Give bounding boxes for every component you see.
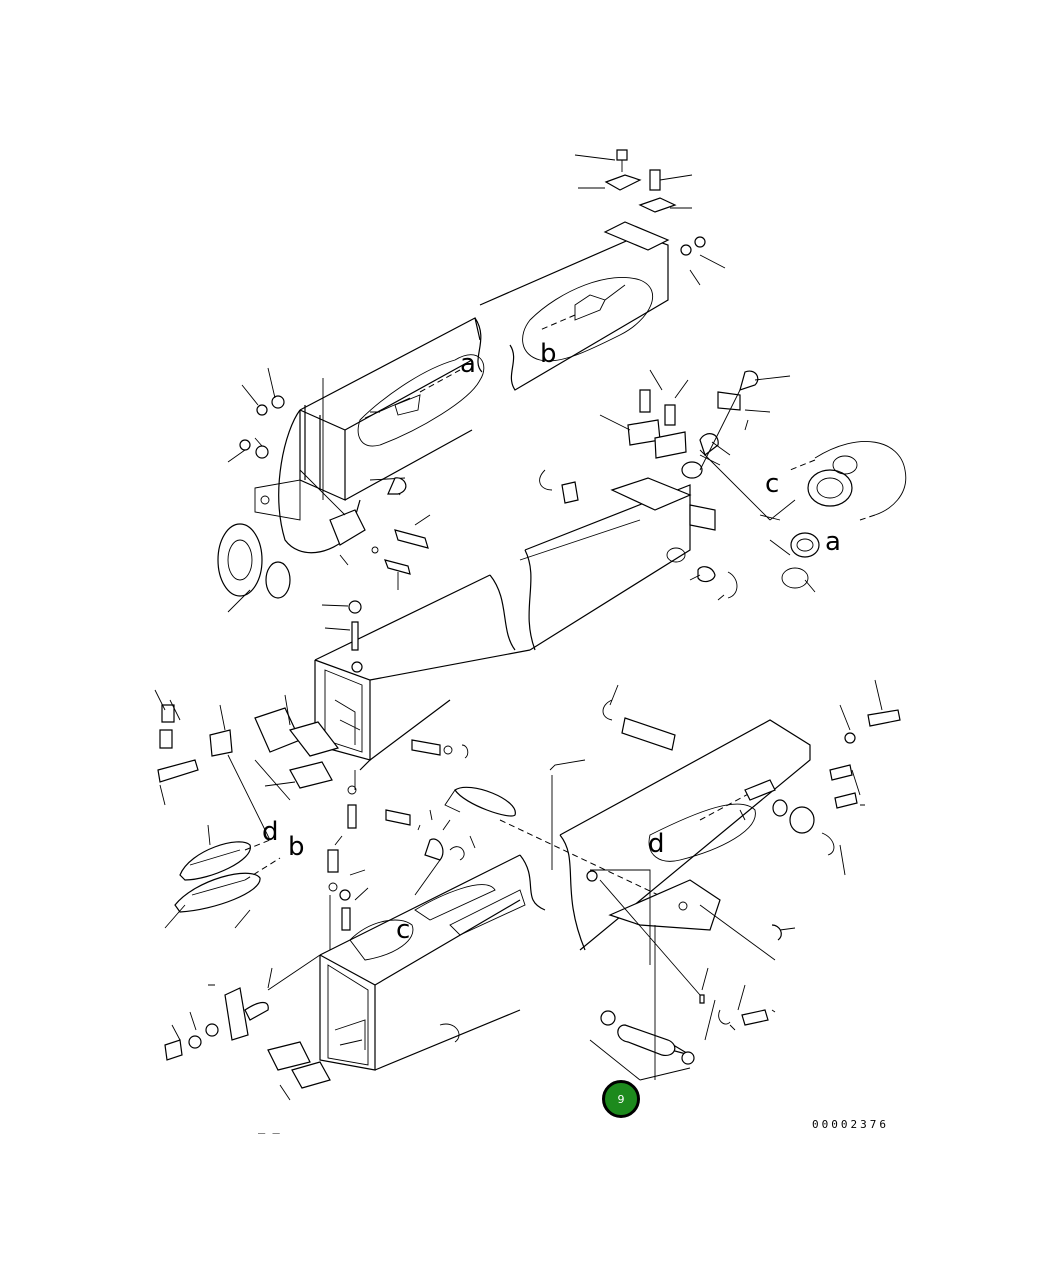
view-letter-d: d <box>262 817 279 847</box>
footer-mark: _ _ <box>258 1120 280 1134</box>
callout-hotspot-9[interactable]: 9 <box>602 1080 640 1118</box>
view-letter-a: a <box>460 349 476 379</box>
lower-arm-section: c d <box>164 679 901 1101</box>
view-letter-b: b <box>540 339 557 369</box>
view-letter-c-2: c <box>396 915 410 945</box>
view-letter-a-2: a <box>825 527 841 557</box>
middle-arm-section: c a d b <box>154 369 907 929</box>
diagram-part-number: 00002376 <box>812 1118 889 1131</box>
view-letter-b-2: b <box>288 832 305 862</box>
view-letter-d-2: d <box>648 829 665 859</box>
upper-arm-section: a b <box>217 149 726 613</box>
view-letter-c: c <box>765 469 779 499</box>
